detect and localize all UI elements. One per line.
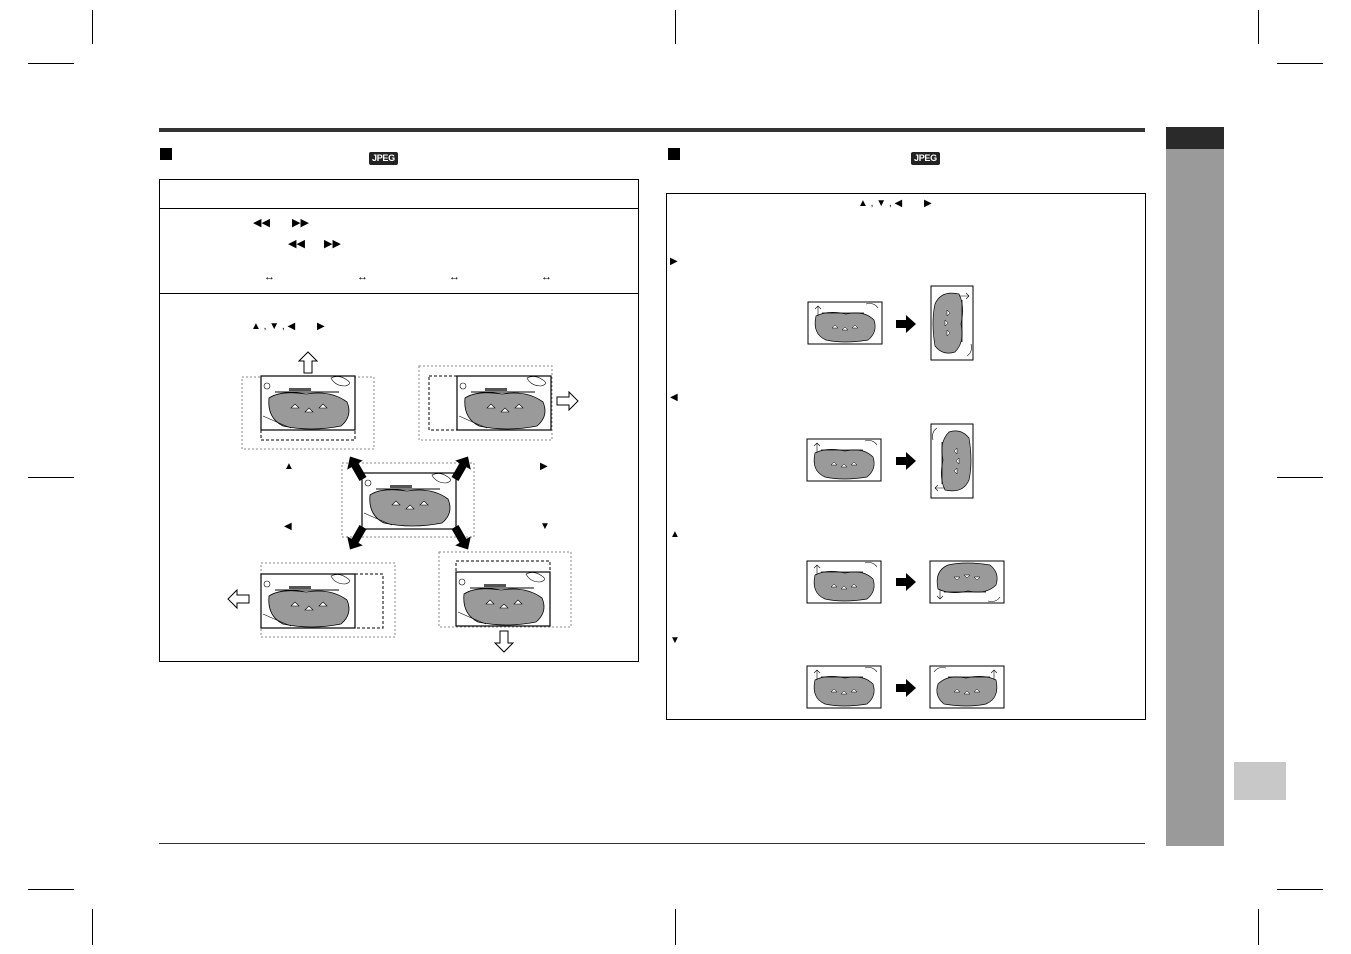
flip-horizontal-label: ▼ — [670, 635, 680, 646]
crop-mark — [1277, 477, 1323, 478]
side-index-header — [1166, 127, 1224, 149]
cursor-keys-label: ▲ , ▼ , ◀ — [858, 198, 903, 209]
double-arrow-icon: ↔ — [541, 271, 552, 283]
crop-mark — [675, 909, 676, 945]
crop-mark — [28, 889, 74, 890]
cursor-right-icon: ▶ — [317, 321, 325, 332]
section-bullet — [668, 148, 680, 160]
crop-mark — [1258, 909, 1259, 945]
pan-diagram — [227, 351, 579, 653]
jpeg-badge: JPEG — [911, 152, 940, 165]
rotate-right-label: ▶ — [670, 256, 678, 267]
double-arrow-icon: ↔ — [449, 271, 460, 283]
crop-mark — [92, 909, 93, 945]
cursor-right-icon: ▶ — [924, 198, 932, 209]
double-arrow-icon: ↔ — [357, 271, 368, 283]
cursor-keys-label: ▲ , ▼ , ◀ — [251, 321, 296, 332]
rewind-icon: ◀◀ — [253, 217, 270, 229]
left-panel — [159, 179, 639, 662]
crop-mark — [92, 10, 93, 44]
footer-rule — [159, 843, 1145, 844]
crop-mark — [28, 63, 74, 64]
jpeg-badge: JPEG — [369, 152, 398, 165]
panel-divider — [159, 208, 639, 209]
side-index-bar — [1166, 127, 1224, 846]
double-arrow-icon: ↔ — [264, 271, 275, 283]
crop-mark — [1277, 63, 1323, 64]
panel-divider — [159, 293, 639, 294]
side-index-tab — [1234, 762, 1286, 800]
fast-forward-icon: ▶▶ — [292, 217, 309, 229]
crop-mark — [1277, 889, 1323, 890]
rewind-icon: ◀◀ — [288, 238, 305, 250]
right-label: ▶ — [540, 461, 548, 472]
rotate-left-label: ◀ — [670, 392, 678, 403]
up-label: ▲ — [284, 461, 294, 472]
fast-forward-icon: ▶▶ — [324, 238, 341, 250]
header-rule — [159, 128, 1145, 132]
down-label: ▼ — [540, 521, 550, 532]
section-bullet — [160, 148, 172, 160]
crop-mark — [28, 477, 74, 478]
rotation-diagram — [806, 285, 1005, 709]
crop-mark — [1258, 10, 1259, 44]
left-label: ◀ — [284, 521, 292, 532]
right-panel — [666, 193, 1146, 720]
crop-mark — [675, 10, 676, 44]
flip-vertical-label: ▲ — [670, 529, 680, 540]
